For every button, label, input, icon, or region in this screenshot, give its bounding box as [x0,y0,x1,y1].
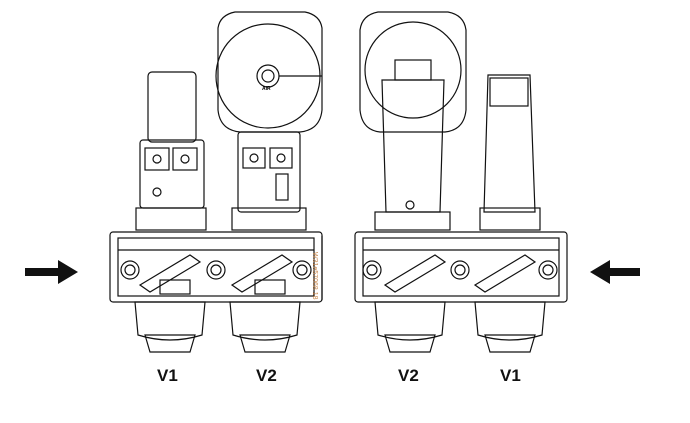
label-left-v1: V1 [157,366,178,385]
label-left-v2: V2 [256,366,277,385]
drawing-code: W31e57068 18 [311,252,318,300]
label-right-v1: V1 [500,366,521,385]
left-valve-assembly [109,11,323,353]
label-right-v2: V2 [398,366,419,385]
right-valve-assembly [354,11,568,353]
flow-arrow-right-icon [25,260,78,284]
air-label: AIR [262,86,271,92]
flow-arrow-left-icon [590,260,640,284]
